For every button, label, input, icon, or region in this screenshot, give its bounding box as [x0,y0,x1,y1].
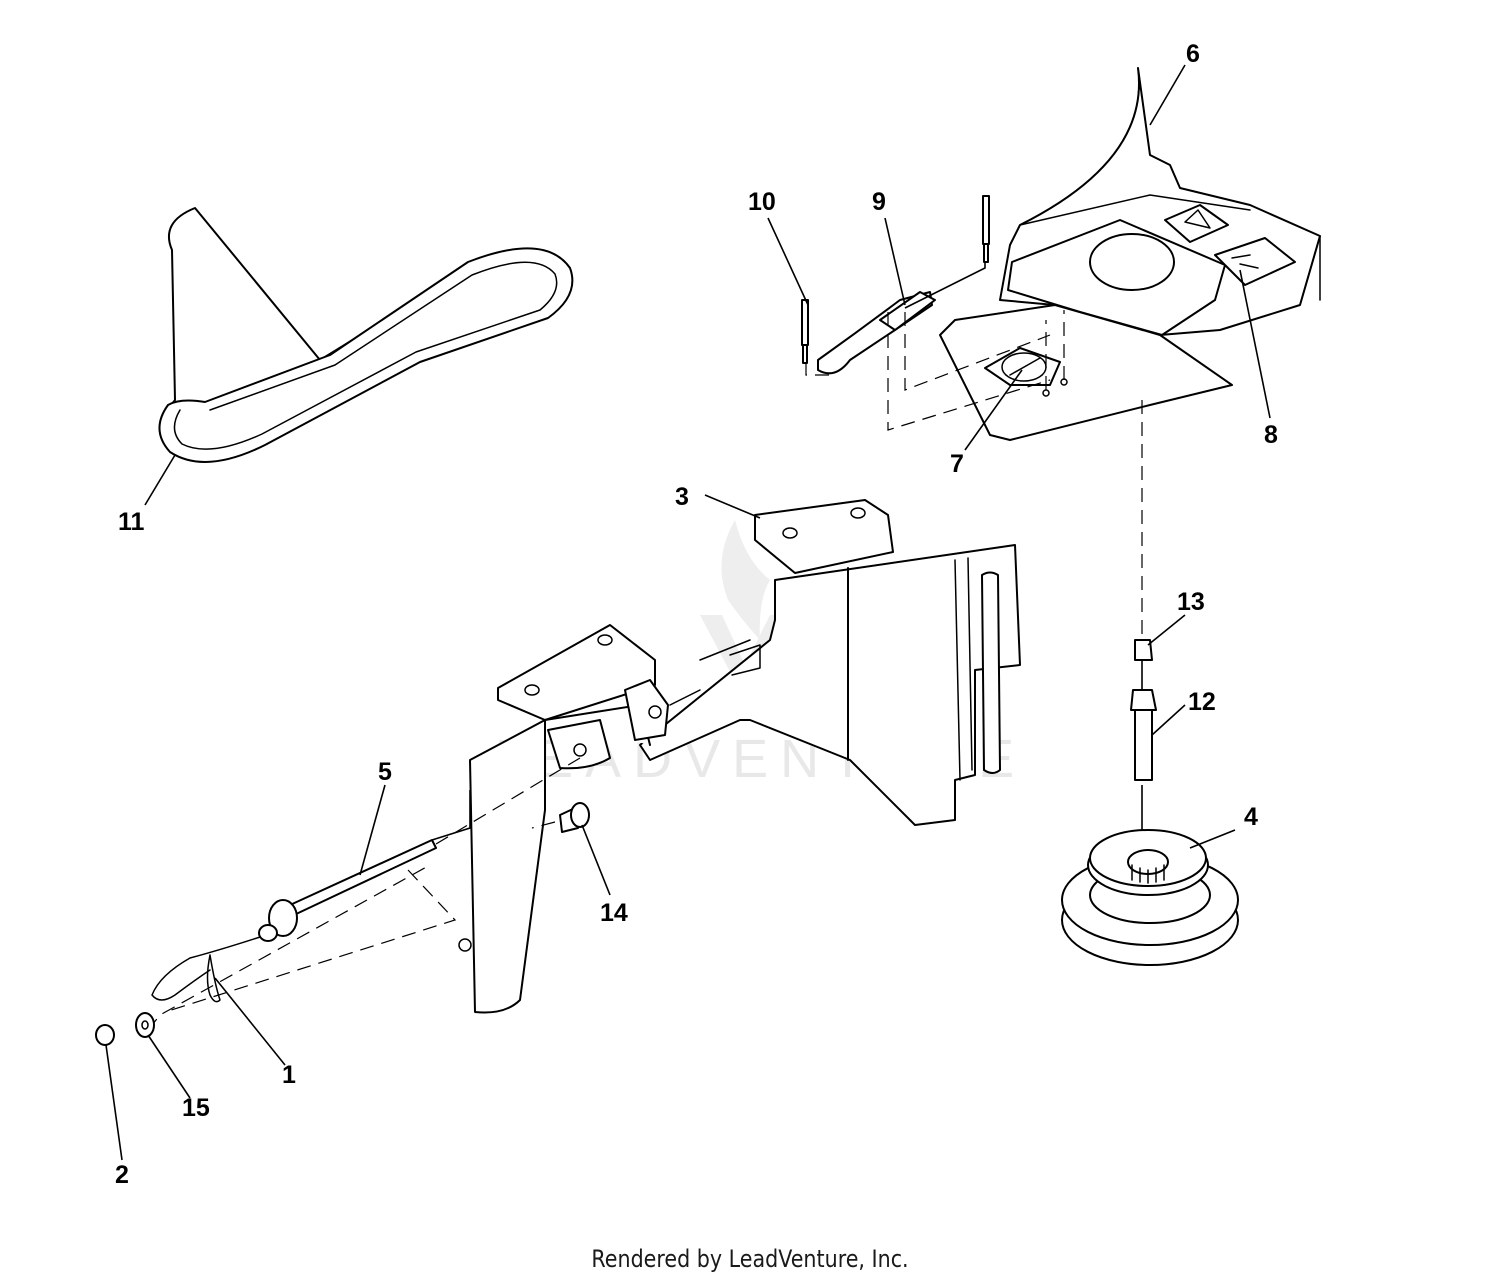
callout-5: 5 [378,758,392,786]
cover-plate [939,304,1233,441]
mounting-bracket [458,499,1021,1014]
callout-3: 3 [675,483,689,511]
callout-2: 2 [115,1161,129,1189]
callout-12: 12 [1188,688,1216,716]
latch-and-rivets [801,195,1068,431]
callout-11: 11 [118,508,145,536]
carriage-bolt [531,802,590,833]
callout-9: 9 [872,188,886,216]
callout-labels: 6 10 9 7 8 11 3 13 12 4 5 14 1 15 2 [115,40,1278,1189]
callout-1: 1 [282,1061,296,1089]
pulley [1061,829,1239,966]
footer-credit: Rendered by LeadVenture, Inc. [591,1245,909,1273]
drive-belt [158,207,574,463]
callout-15: 15 [182,1094,210,1122]
callout-8: 8 [1264,421,1278,449]
leader-lines [105,64,1271,1161]
hitch-pin-assembly [95,757,581,1046]
callout-14: 14 [600,899,628,927]
callout-7: 7 [950,450,964,478]
pulley-bolt [1130,400,1157,830]
callout-6: 6 [1186,40,1200,68]
callout-13: 13 [1177,588,1205,616]
callout-10: 10 [748,188,776,216]
callout-4: 4 [1244,803,1258,831]
